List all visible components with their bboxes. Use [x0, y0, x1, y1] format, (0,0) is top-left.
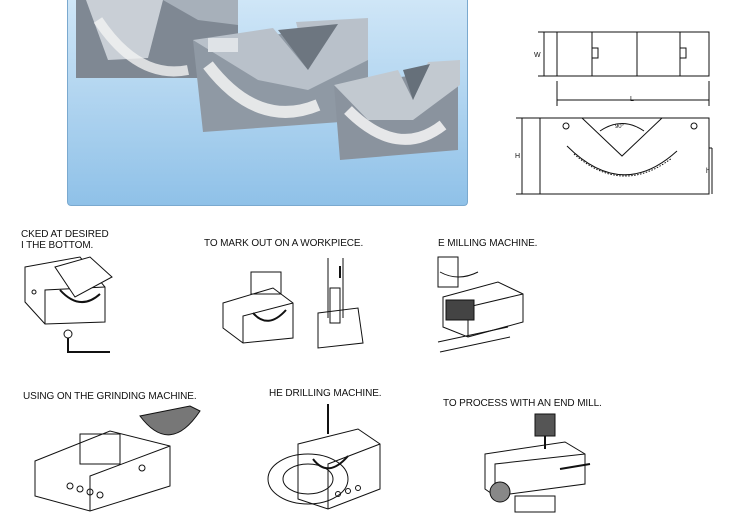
caption-end-mill: TO PROCESS WITH AN END MILL. [443, 398, 602, 409]
caption-mark-workpiece: TO MARK OUT ON A WORKPIECE. [204, 238, 364, 249]
caption-milling-machine: E MILLING MACHINE. [438, 238, 538, 249]
illustration-grinding [30, 406, 210, 516]
caption-locked-line1: CKED AT DESIRED [21, 229, 109, 240]
width-label: W [534, 52, 541, 59]
angle-label: 90° [615, 124, 624, 130]
illustration-marking [218, 258, 378, 353]
illustration-locked-angle [20, 252, 115, 357]
length-label: L [630, 96, 634, 103]
v-block-medium [193, 18, 368, 132]
caption-grinding-machine: USING ON THE GRINDING MACHINE. [23, 391, 197, 402]
caption-drilling-machine: HE DRILLING MACHINE. [269, 388, 382, 399]
dimension-drawing: W L H h 90° [512, 26, 717, 198]
illustration-end-mill [465, 414, 595, 514]
v-block-large [76, 0, 238, 78]
illustration-drilling [268, 404, 388, 514]
caption-locked-line2: I THE BOTTOM. [21, 240, 94, 251]
inner-height-label: h [706, 168, 710, 175]
illustration-milling [438, 252, 528, 362]
product-photo [67, 0, 468, 206]
height-label: H [515, 153, 520, 160]
v-block-small [334, 60, 460, 160]
